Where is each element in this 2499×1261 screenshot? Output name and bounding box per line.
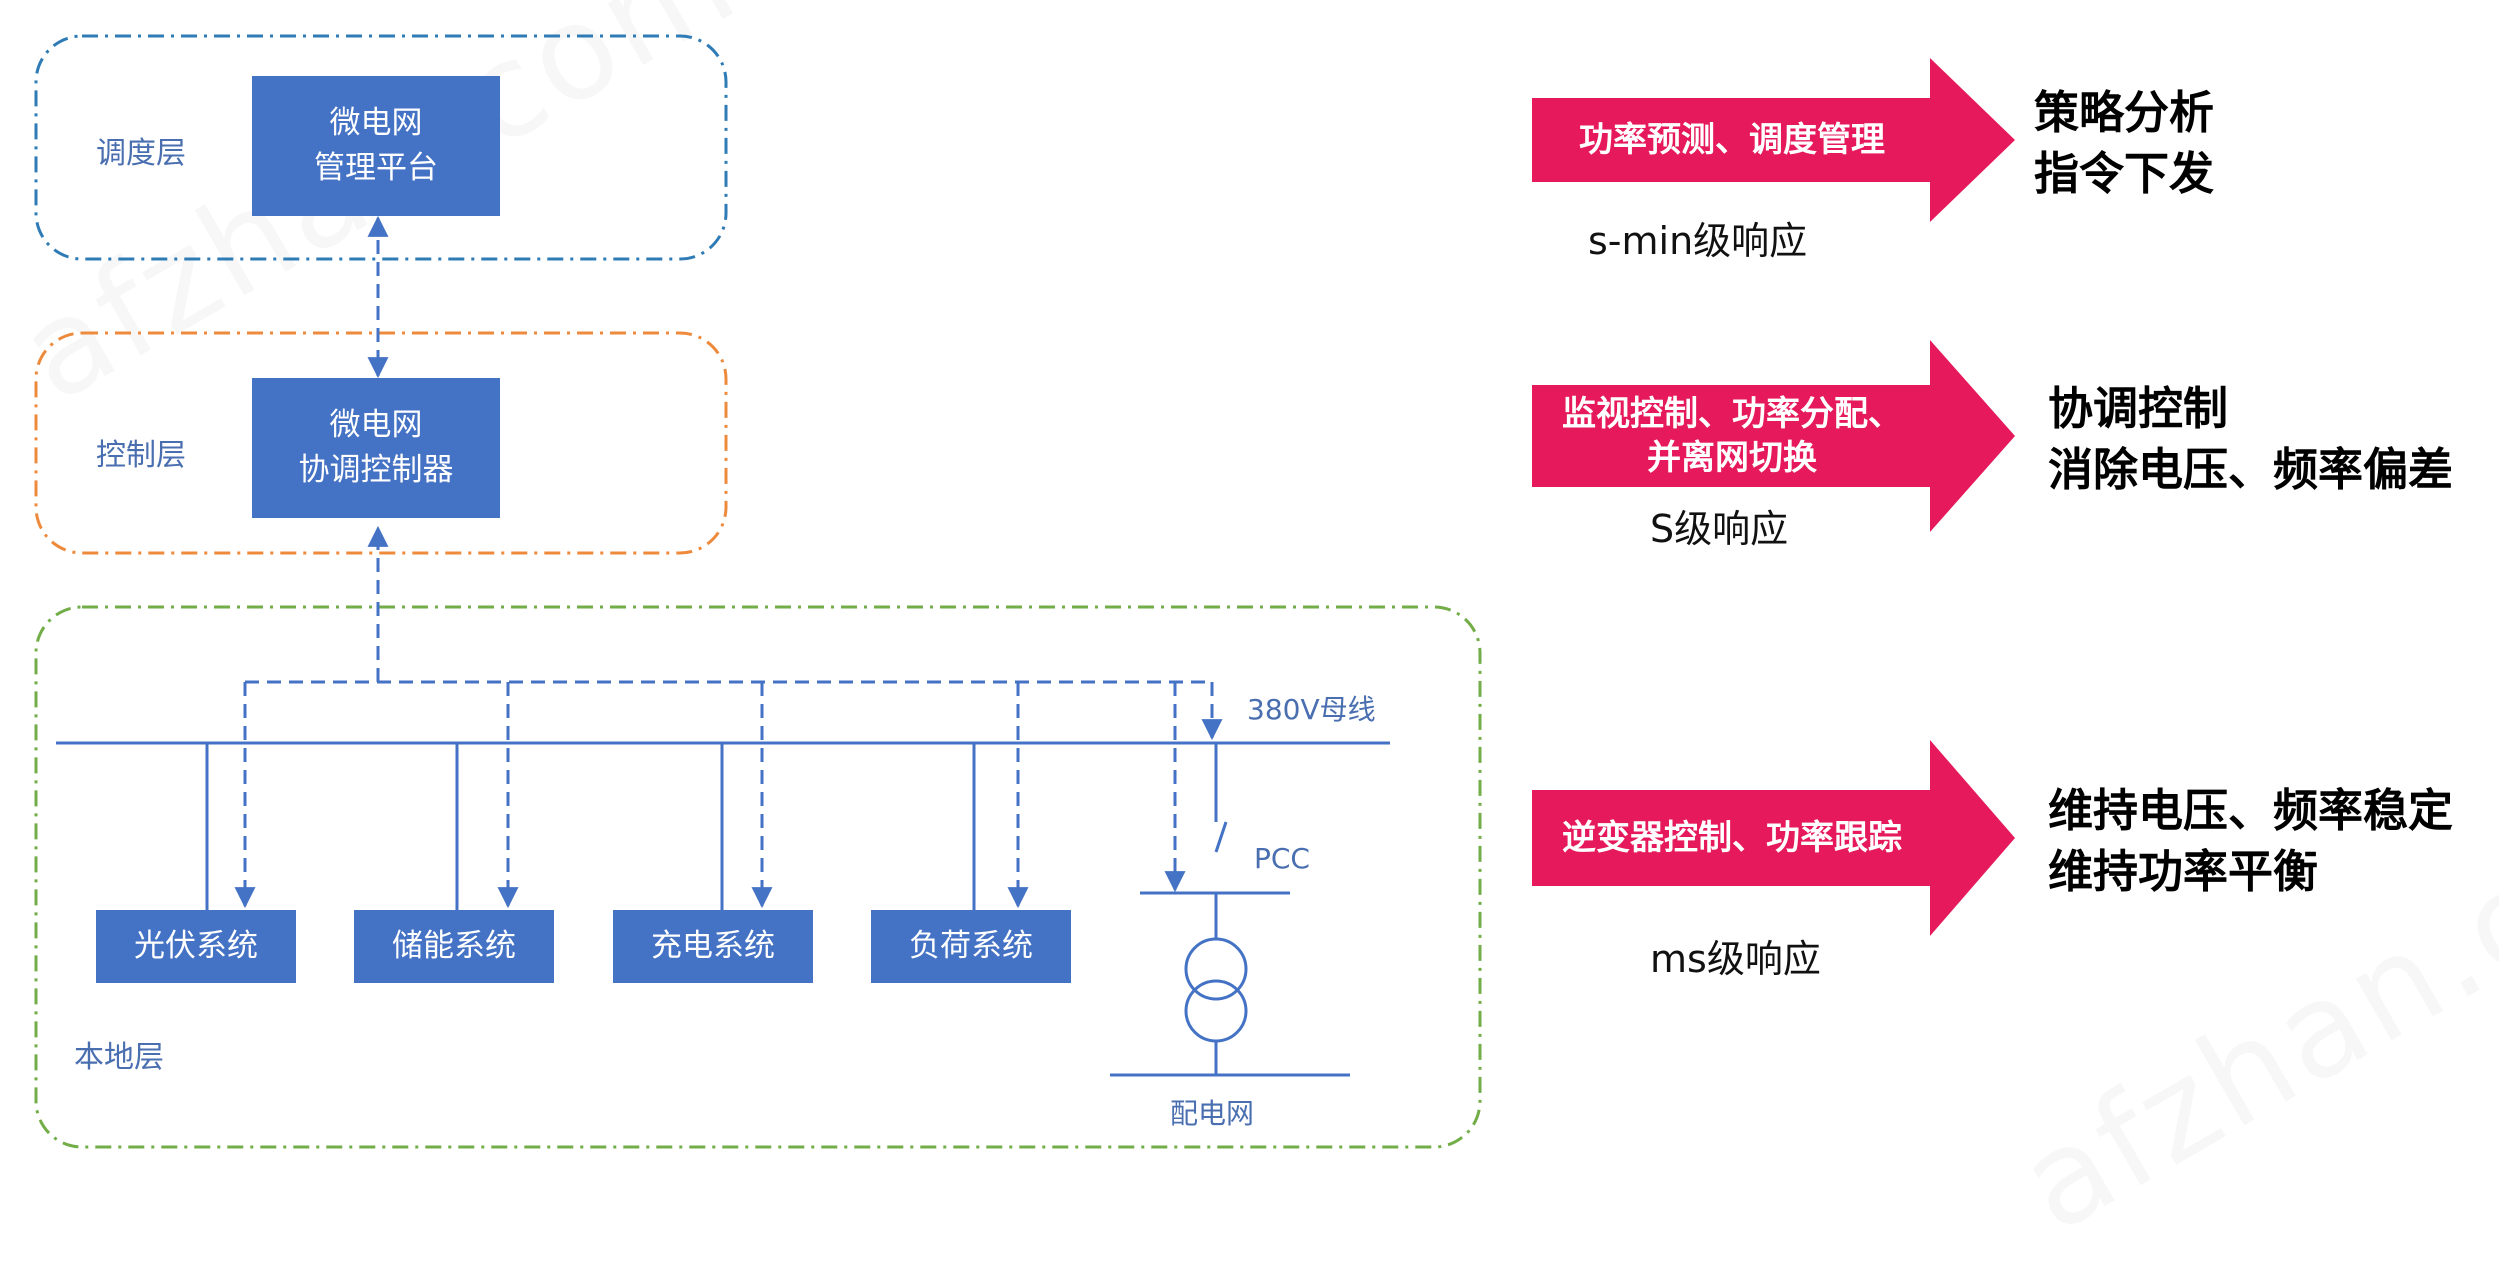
management-platform-line-1: 微电网 <box>329 105 423 142</box>
management-platform-line-2: 管理平台 <box>314 150 438 186</box>
control-description-line-1: 协调控制 <box>2048 382 2229 435</box>
bus-label: 380V母线 <box>1247 693 1376 726</box>
local-description-line-2: 维持功率平衡 <box>2048 845 2319 899</box>
management-platform-box: 微电网 管理平台 <box>252 76 500 216</box>
connection-lines <box>56 215 1390 1077</box>
storage-system-box: 储能系统 <box>354 910 554 983</box>
control-description: 协调控制 消除电压、频率偏差 <box>2048 378 2453 500</box>
dispatch-description-line-2: 指令下发 <box>2034 147 2215 201</box>
control-arrow-text: 监视控制、功率分配、 并离网切换 <box>1532 385 1932 487</box>
local-layer-frame <box>34 605 1482 1149</box>
control-description-line-2: 消除电压、频率偏差 <box>2048 443 2454 497</box>
local-layer-label: 本地层 <box>74 1040 164 1075</box>
dispatch-response-label: s-min级响应 <box>1588 219 1808 263</box>
control-arrow-line-1: 监视控制、功率分配、 <box>1562 393 1902 434</box>
coordination-controller-box: 微电网 协调控制器 <box>252 378 500 518</box>
load-system-box: 负荷系统 <box>871 910 1071 983</box>
local-description: 维持电压、频率稳定 维持功率平衡 <box>2048 780 2453 902</box>
local-arrow-shape <box>1532 740 2015 936</box>
dispatch-arrow-text: 功率预测、调度管理 <box>1532 98 1932 182</box>
dispatch-arrow-line-1: 功率预测、调度管理 <box>1579 119 1885 160</box>
dispatch-arrow-shape <box>1532 58 2015 222</box>
pcc-switch <box>1214 821 1228 853</box>
charging-system-box: 充电系统 <box>613 910 813 983</box>
dispatch-description: 策略分析 指令下发 <box>2034 82 2214 204</box>
dispatch-layer-frame <box>34 34 728 261</box>
pcc-label: PCC <box>1254 842 1310 875</box>
local-response-label: ms级响应 <box>1650 937 1821 981</box>
transformer-upper-coil <box>1184 937 1248 1001</box>
control-layer-label: 控制层 <box>96 438 186 473</box>
local-arrow-line-1: 逆变器控制、功率跟踪 <box>1562 817 1902 858</box>
local-arrow-text: 逆变器控制、功率跟踪 <box>1532 790 1932 886</box>
pv-system-box: 光伏系统 <box>96 910 296 983</box>
dispatch-layer-label: 调度层 <box>96 136 186 171</box>
control-arrow-shape <box>1532 340 2015 532</box>
coordination-controller-line-2: 协调控制器 <box>298 452 454 488</box>
response-arrows <box>1532 58 2015 936</box>
dispatch-description-line-1: 策略分析 <box>2034 86 2215 139</box>
control-arrow-line-2: 并离网切换 <box>1647 438 1817 478</box>
grid-label: 配电网 <box>1170 1097 1255 1130</box>
local-description-line-1: 维持电压、频率稳定 <box>2048 784 2454 837</box>
control-response-label: S级响应 <box>1650 507 1789 551</box>
coordination-controller-line-1: 微电网 <box>329 407 423 444</box>
